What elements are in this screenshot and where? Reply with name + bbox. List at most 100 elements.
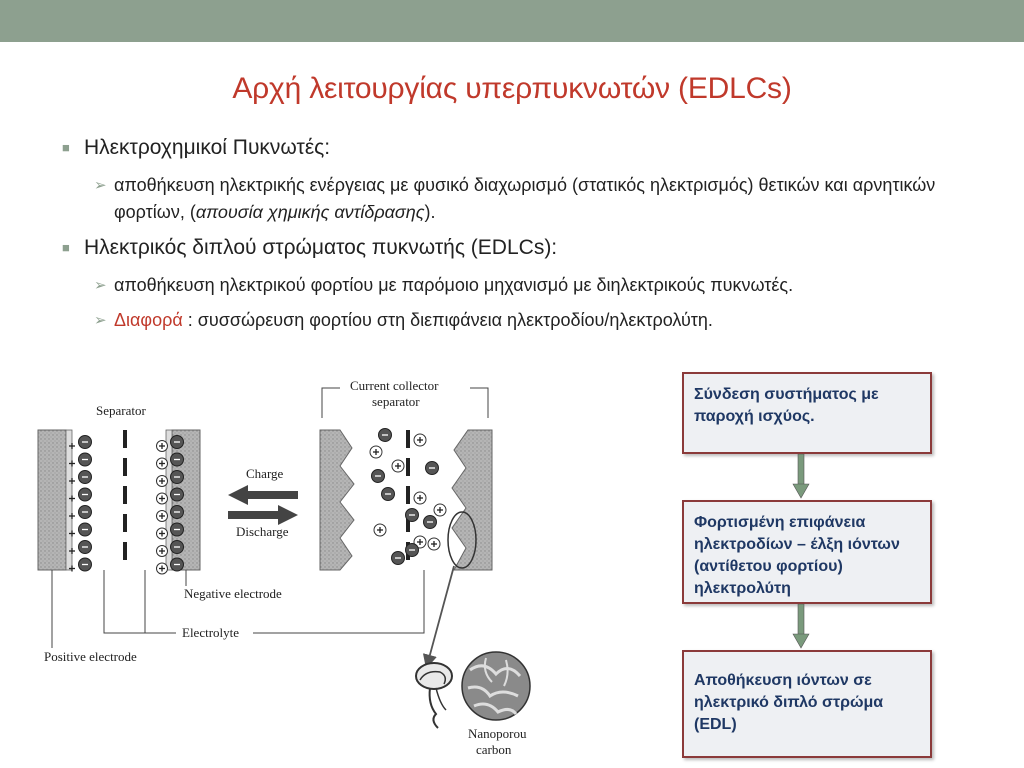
cation bbox=[156, 510, 168, 522]
anion bbox=[78, 522, 92, 537]
electrolyte-label: Electrolyte bbox=[182, 625, 239, 640]
bullet-list: ■ Ηλεκτροχημικοί Πυκνωτές: ➢ αποθήκευση … bbox=[62, 134, 962, 342]
separator-label: Separator bbox=[96, 403, 146, 418]
porous-negative-electrode bbox=[451, 429, 493, 571]
cation bbox=[156, 562, 168, 575]
flow-box-storage: Αποθήκευση ιόντων σε ηλεκτρικό διπλό στρ… bbox=[682, 650, 932, 758]
nanoporous-label-2: carbon bbox=[476, 742, 512, 757]
bullet-text: : συσσώρευση φορτίου στη διεπιφάνεια ηλε… bbox=[182, 310, 713, 330]
discharge-label: Discharge bbox=[236, 524, 289, 539]
porous-ions bbox=[369, 428, 447, 565]
anion bbox=[78, 470, 92, 484]
electrode-plus-sign bbox=[69, 513, 75, 519]
electrode-minus-sign bbox=[170, 435, 184, 449]
cation bbox=[391, 459, 405, 473]
cation bbox=[413, 491, 427, 505]
electrode-minus-sign bbox=[170, 540, 184, 554]
cation bbox=[413, 433, 427, 447]
electrode-plus-sign bbox=[69, 478, 75, 484]
cation bbox=[156, 527, 168, 540]
bullet-level2: ➢ Διαφορά : συσσώρευση φορτίου στη διεπι… bbox=[62, 307, 962, 334]
charged-cell bbox=[37, 429, 201, 575]
cation bbox=[156, 475, 168, 487]
cation bbox=[369, 445, 383, 459]
bullet-italic-text: απουσία χημικής αντίδρασης bbox=[195, 202, 425, 222]
electrode-plus-sign bbox=[69, 460, 75, 467]
electrode-plus-sign bbox=[69, 495, 75, 502]
anion bbox=[78, 557, 92, 572]
cation bbox=[156, 457, 168, 470]
difference-label: Διαφορά bbox=[114, 310, 183, 330]
bullet-level2: ➢ αποθήκευση ηλεκτρικού φορτίου με παρόμ… bbox=[62, 272, 962, 299]
cation bbox=[427, 537, 441, 551]
charge-arrow bbox=[228, 485, 298, 505]
current-collector-label-2: separator bbox=[372, 394, 420, 409]
bullet-text-after: ). bbox=[424, 202, 436, 222]
square-bullet-icon: ■ bbox=[62, 240, 70, 255]
flow-box-text: Φορτισμένη επιφάνεια ηλεκτροδίων – έλξη … bbox=[694, 514, 900, 597]
anion bbox=[78, 540, 92, 554]
zoom-ellipse bbox=[447, 511, 477, 569]
positive-electrode-plate bbox=[37, 429, 67, 571]
cation bbox=[156, 492, 168, 505]
bullet-level1: ■ Ηλεκτρικός διπλού στρώματος πυκνωτής (… bbox=[62, 234, 962, 262]
flow-box-text: Σύνδεση συστήματος με παροχή ισχύος. bbox=[694, 386, 879, 425]
slide-title: Αρχή λειτουργίας υπερπυκνωτών (EDLCs) bbox=[232, 72, 792, 105]
bullet-text: Ηλεκτρικός διπλού στρώματος πυκνωτής (ED… bbox=[84, 236, 558, 259]
edlc-diagram: Separator Charge Discharge Current colle… bbox=[37, 378, 531, 757]
negative-electrode-label: Negative electrode bbox=[184, 586, 282, 601]
negative-ions bbox=[78, 435, 92, 572]
zoom-arrow bbox=[422, 565, 455, 669]
electrode-minus-sign bbox=[170, 522, 184, 537]
nanoporous-carbon-illustration bbox=[461, 651, 531, 721]
cation bbox=[156, 440, 168, 452]
discharge-arrow bbox=[228, 505, 298, 525]
anion bbox=[371, 469, 385, 483]
anion bbox=[78, 435, 92, 449]
anion bbox=[78, 487, 92, 502]
down-arrow-icon bbox=[792, 604, 810, 649]
anion bbox=[405, 543, 419, 557]
positive-ions bbox=[156, 440, 168, 575]
electrode-minus-sign bbox=[170, 452, 184, 467]
positive-charges bbox=[69, 443, 75, 572]
square-bullet-icon: ■ bbox=[62, 140, 70, 155]
anion bbox=[423, 515, 437, 529]
chevron-bullet-icon: ➢ bbox=[94, 312, 107, 329]
electrode-minus-sign bbox=[170, 470, 184, 484]
anion bbox=[381, 487, 395, 501]
porous-cell: Current collector separator bbox=[319, 378, 493, 669]
nanoporous-label: Nanoporou bbox=[468, 726, 527, 741]
flow-box-connect: Σύνδεση συστήματος με παροχή ισχύος. bbox=[682, 372, 932, 454]
electrode-plus-sign bbox=[69, 530, 75, 537]
cation bbox=[373, 523, 387, 537]
cation bbox=[156, 545, 168, 557]
charge-label: Charge bbox=[246, 466, 284, 481]
electrode-minus-sign bbox=[170, 557, 184, 572]
flow-box-charged-surface: Φορτισμένη επιφάνεια ηλεκτροδίων – έλξη … bbox=[682, 500, 932, 604]
top-bar bbox=[0, 0, 1024, 42]
negative-charges bbox=[170, 435, 184, 572]
electrode-minus-sign bbox=[170, 505, 184, 519]
chevron-bullet-icon: ➢ bbox=[94, 277, 107, 294]
electrode-plus-sign bbox=[69, 565, 75, 572]
bullet-text: αποθήκευση ηλεκτρικού φορτίου με παρόμοι… bbox=[114, 275, 794, 295]
anion bbox=[78, 452, 92, 467]
current-collector-label: Current collector bbox=[350, 378, 439, 393]
electrode-plus-sign bbox=[69, 443, 75, 449]
down-arrow-icon bbox=[792, 454, 810, 499]
flow-box-text: Αποθήκευση ιόντων σε ηλεκτρικό διπλό στρ… bbox=[694, 672, 884, 733]
charge-discharge-arrows: Charge Discharge bbox=[228, 466, 298, 539]
bullet-level1: ■ Ηλεκτροχημικοί Πυκνωτές: bbox=[62, 134, 962, 162]
positive-electrode-label: Positive electrode bbox=[44, 649, 137, 664]
pore-illustration bbox=[415, 662, 453, 729]
chevron-bullet-icon: ➢ bbox=[94, 177, 107, 194]
electrode-plus-sign bbox=[69, 548, 75, 554]
bullet-level2: ➢ αποθήκευση ηλεκτρικής ενέργειας με φυσ… bbox=[62, 172, 962, 226]
anion bbox=[391, 551, 405, 565]
anion bbox=[425, 461, 439, 475]
cation bbox=[433, 503, 447, 517]
porous-positive-electrode bbox=[319, 429, 355, 571]
positive-electrode-surface bbox=[65, 429, 73, 571]
bullet-text: αποθήκευση ηλεκτρικής ενέργειας με φυσικ… bbox=[114, 175, 936, 222]
